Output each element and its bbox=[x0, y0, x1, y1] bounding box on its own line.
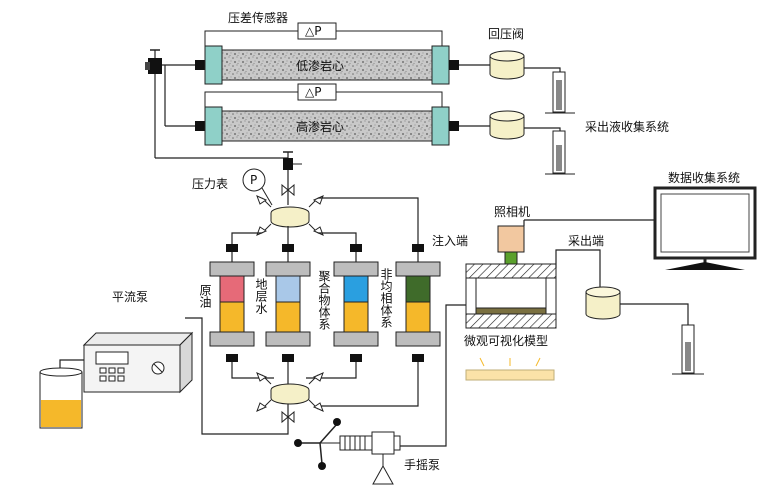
data-collection-monitor: 数据收集系统 bbox=[653, 170, 757, 270]
high-perm-core-holder: 高渗岩心 bbox=[165, 106, 459, 146]
cylinder-formation-water: 地层水 bbox=[254, 244, 311, 362]
back-pressure-valve-label: 回压阀 bbox=[488, 27, 524, 41]
delta-p-1: △P bbox=[305, 24, 321, 38]
heterogeneous-system-label: 非均相体系 bbox=[379, 268, 393, 328]
constant-flow-pump: 平流泵 bbox=[59, 290, 194, 400]
pressure-sensor-high: △P bbox=[204, 83, 443, 107]
crude-oil-label: 原油 bbox=[198, 284, 212, 308]
low-perm-core-label: 低渗岩心 bbox=[296, 58, 344, 73]
water-beaker bbox=[39, 367, 83, 429]
cylinder-heterogeneous: 非均相体系 bbox=[379, 244, 441, 362]
data-collection-label: 数据收集系统 bbox=[668, 170, 740, 185]
back-pressure-valve-1: 回压阀 bbox=[459, 27, 525, 80]
hand-pump-label: 手摇泵 bbox=[404, 458, 440, 472]
pressure-gauge-label: 压力表 bbox=[192, 177, 228, 191]
delta-p-2: △P bbox=[305, 85, 321, 99]
pipe-upper-hetero bbox=[318, 197, 419, 262]
collection-tube-2 bbox=[524, 127, 575, 175]
pressure-gauge: P 压力表 bbox=[192, 168, 273, 206]
micro-model-label: 微观可视化模型 bbox=[464, 333, 548, 348]
pipe-upper-left bbox=[231, 232, 262, 262]
formation-water-label: 地层水 bbox=[254, 278, 268, 314]
upper-distribution-manifold bbox=[256, 151, 324, 236]
outlet-end-label: 采出端 bbox=[568, 234, 604, 248]
polymer-system-label: 聚合物体系 bbox=[317, 270, 331, 330]
cylinder-crude-oil: 原油 bbox=[198, 244, 255, 362]
pressure-sensor-low: △P 压差传感器 bbox=[204, 10, 443, 46]
pipe-upper-right bbox=[318, 232, 357, 262]
injection-end-label: 注入端 bbox=[432, 233, 468, 248]
liquid-collection-label: 采出液收集系统 bbox=[585, 119, 669, 134]
back-pressure-valve-2 bbox=[459, 110, 525, 140]
lower-distribution-manifold bbox=[185, 317, 419, 435]
low-perm-core-holder: 低渗岩心 bbox=[155, 45, 459, 85]
hand-pump: 手摇泵 bbox=[294, 418, 440, 485]
collection-tube-1 bbox=[524, 67, 575, 114]
micro-visual-model: 微观可视化模型 bbox=[400, 263, 557, 447]
camera-label: 照相机 bbox=[494, 205, 530, 219]
inlet-manifold bbox=[145, 49, 288, 159]
gauge-symbol: P bbox=[250, 173, 257, 187]
pressure-sensor-label: 压差传感器 bbox=[228, 10, 288, 25]
constant-flow-pump-label: 平流泵 bbox=[112, 290, 148, 304]
cylinder-polymer: 聚合物体系 bbox=[317, 244, 379, 362]
high-perm-core-label: 高渗岩心 bbox=[296, 119, 344, 134]
outlet-end: 采出端 bbox=[555, 234, 704, 375]
camera: 照相机 bbox=[494, 205, 655, 265]
